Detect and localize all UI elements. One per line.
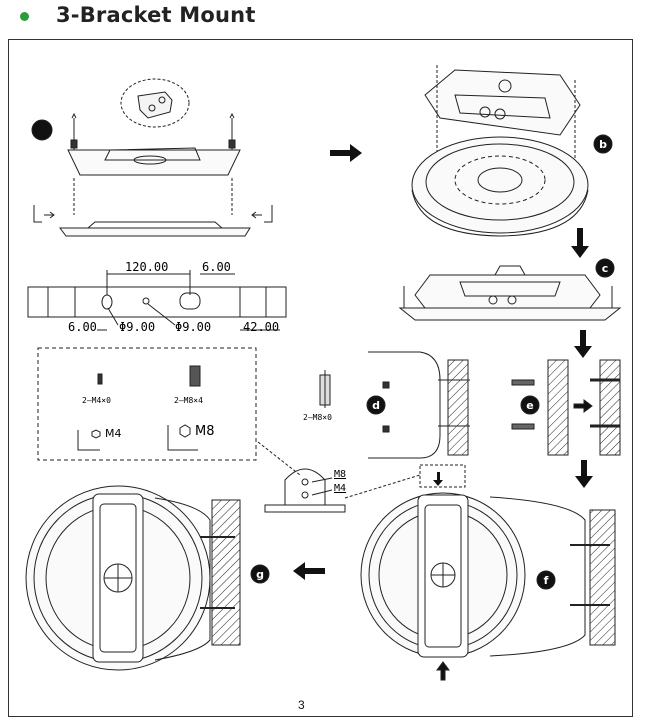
dim-hole-9-left: Φ9.00: [119, 320, 155, 334]
step-g-label: g: [256, 568, 264, 581]
arrow-down-3: [575, 460, 593, 488]
step-b-marker: [593, 134, 613, 154]
arrow-down-2: [574, 330, 592, 358]
step-g-illustration: g: [25, 485, 270, 671]
wrench-m8-label: M8: [195, 424, 215, 439]
section-header: 3-Bracket Mount: [0, 0, 661, 34]
step-a-marker: [31, 119, 53, 141]
bullet-dot: [20, 12, 29, 21]
step-c-label: c: [602, 262, 609, 275]
dim-edge-6-top: 6.00: [202, 260, 231, 274]
dim-width-120: 120.00: [125, 260, 168, 274]
arrow-down-1: [571, 228, 589, 258]
parts-icons: [77, 365, 201, 451]
dim-edge-6-bottom: 6.00: [68, 320, 97, 334]
arrow-left: [293, 562, 325, 580]
section-title: 3-Bracket Mount: [56, 3, 256, 27]
bracket-callout: [257, 441, 421, 513]
bracket-dimension-drawing: [27, 270, 287, 331]
wrench-m4-label: M4: [105, 427, 122, 440]
step-e-illustration: e: [511, 359, 621, 456]
page-number: 3: [298, 698, 305, 712]
step-b-illustration: b: [411, 65, 613, 237]
step-c-marker: [595, 258, 615, 278]
step-c-illustration: c: [398, 258, 622, 321]
step-d-label: d: [372, 399, 380, 412]
step-f-label: f: [544, 574, 549, 587]
step-e-label: e: [526, 399, 533, 412]
arrow-right: [330, 144, 362, 162]
parts-box: [37, 347, 257, 461]
step-d-illustration: d: [366, 351, 470, 459]
bracket-m4-label: M4: [334, 483, 346, 494]
instruction-frame: [8, 39, 633, 717]
dim-hole-9-right: Φ9.00: [175, 320, 211, 334]
dim-offset-42: 42.00: [243, 320, 279, 334]
anchor-label: 2–M8×0: [303, 413, 332, 422]
anchor-icon: [319, 370, 331, 408]
screw-callout-box: [419, 464, 466, 488]
step-b-label: b: [599, 138, 607, 151]
step-f-illustration: f: [360, 492, 616, 681]
step-a-illustration: [31, 78, 273, 237]
bracket-m8-label: M8: [334, 469, 346, 480]
screw-m4-label: 2–M4×0: [82, 396, 111, 405]
screw-m8-label: 2–M8×4: [174, 396, 203, 405]
